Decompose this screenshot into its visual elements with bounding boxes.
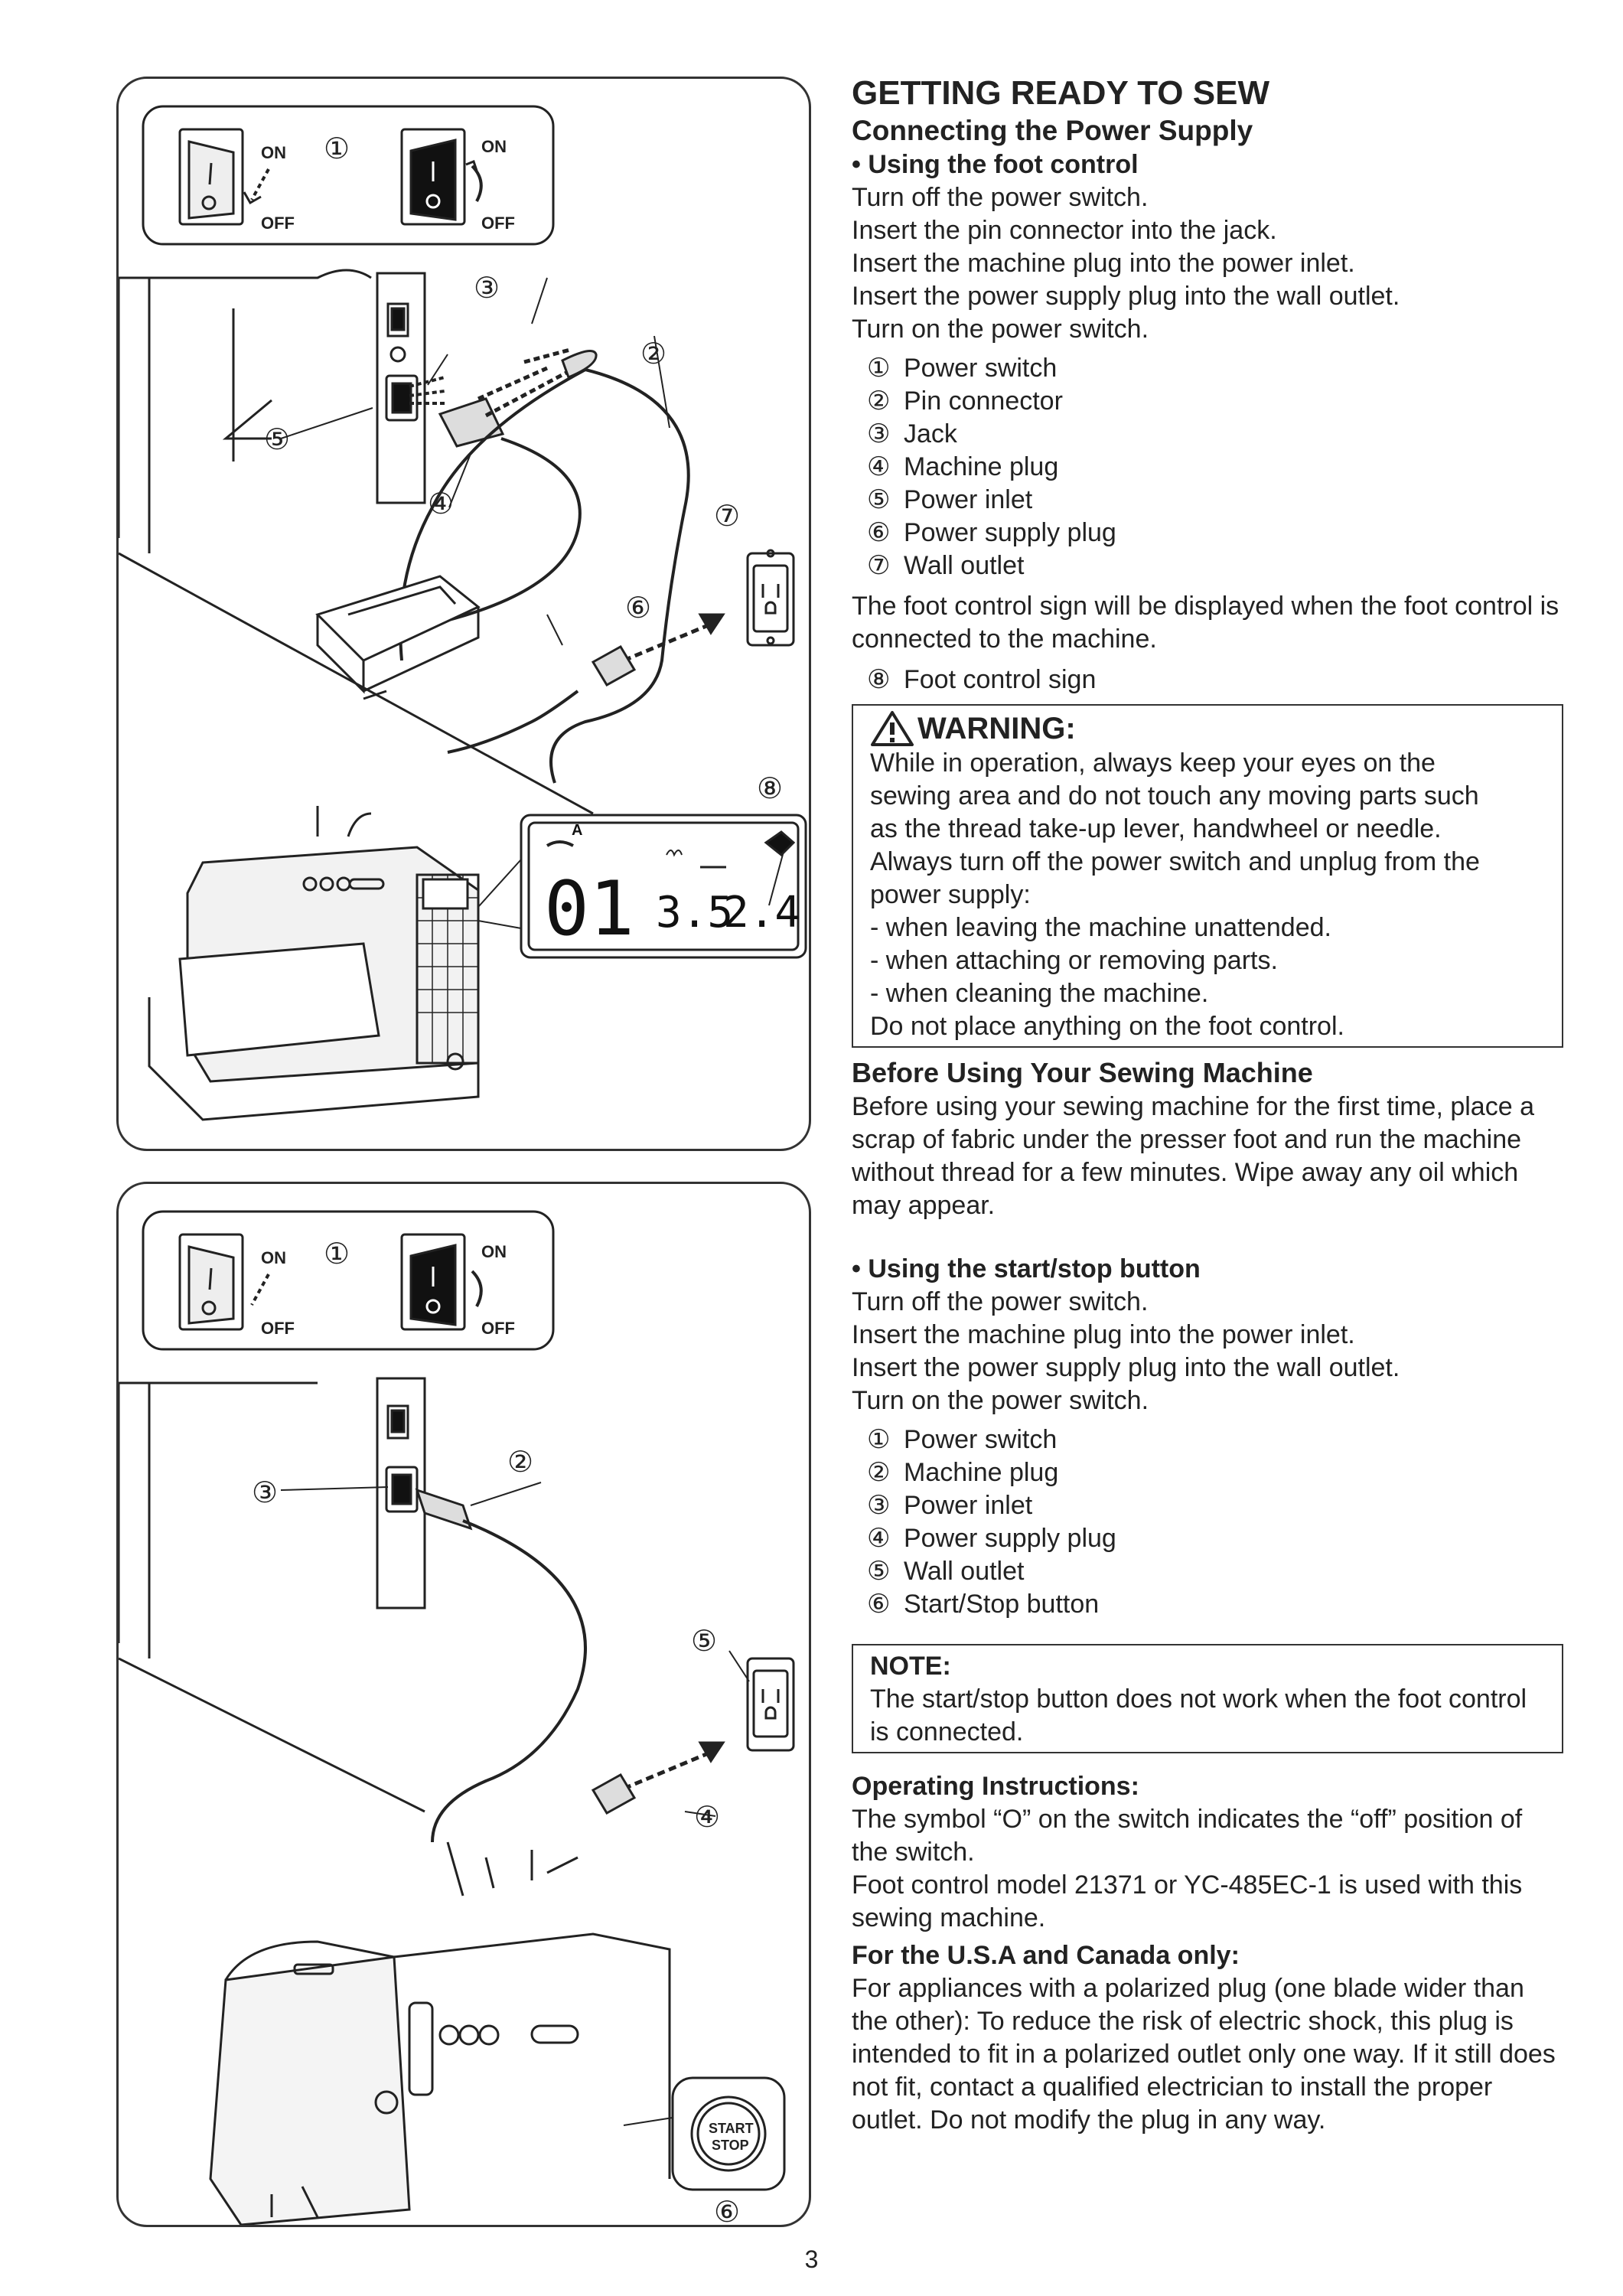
switch-on-label: ON bbox=[481, 137, 507, 156]
step: Insert the power supply plug into the wa… bbox=[852, 1353, 1400, 1382]
warning-line: While in operation, always keep your eye… bbox=[870, 748, 1436, 778]
note-text: The start/stop button does not work when… bbox=[870, 1684, 1527, 1746]
warning-triangle-icon bbox=[871, 711, 914, 746]
warning-line: Always turn off the power switch and unp… bbox=[870, 847, 1480, 876]
callout-5: ⑤ bbox=[691, 1624, 717, 1658]
figure-start-stop-connection: ON OFF ON OFF START STOP ① ② ③ ④ ⑤ ⑥ bbox=[116, 1182, 811, 2227]
note-box: NOTE: The start/stop button does not wor… bbox=[852, 1644, 1563, 1753]
lcd-stitch-length: 2.4 bbox=[723, 888, 800, 938]
step: Insert the power supply plug into the wa… bbox=[852, 282, 1400, 311]
lcd-display-icon bbox=[477, 814, 807, 959]
before-using-text: Before using your sewing machine for the… bbox=[852, 1092, 1534, 1220]
step: Turn on the power switch. bbox=[852, 315, 1149, 344]
operating-text: The symbol “O” on the switch indicates t… bbox=[852, 1805, 1523, 1867]
switch-off-label: OFF bbox=[481, 214, 515, 233]
wall-outlet-icon bbox=[746, 549, 795, 647]
switch-off-label: OFF bbox=[481, 1319, 515, 1338]
step: Insert the pin connector into the jack. bbox=[852, 216, 1277, 245]
callout-3: ③ bbox=[252, 1476, 278, 1509]
warning-line: - when cleaning the machine. bbox=[870, 979, 1209, 1008]
step: Insert the machine plug into the power i… bbox=[852, 249, 1355, 278]
power-switch-on-icon bbox=[400, 128, 483, 226]
foot-control-sign-note: The foot control sign will be displayed … bbox=[852, 592, 1559, 654]
usa-canada-heading: For the U.S.A and Canada only: bbox=[852, 1941, 1240, 1970]
start-stop-heading: • Using the start/stop button bbox=[852, 1254, 1201, 1283]
step: Insert the machine plug into the power i… bbox=[852, 1320, 1355, 1349]
start-label: START bbox=[709, 2121, 754, 2136]
callout-1: ① bbox=[324, 132, 350, 165]
start-stop-button-inset bbox=[671, 2076, 786, 2191]
figure-foot-control-connection: A 01 3.5 2.4 ON OFF ON OFF ① ② ③ ④ ⑤ ⑥ ⑦… bbox=[116, 77, 811, 1151]
callout-5: ⑤ bbox=[264, 422, 290, 456]
switch-on-label: ON bbox=[261, 1248, 286, 1267]
foot-control-heading: • Using the foot control bbox=[852, 150, 1139, 179]
warning-box: WARNING: While in operation, always keep… bbox=[852, 704, 1563, 1048]
page-title: GETTING READY TO SEW bbox=[852, 74, 1269, 112]
warning-heading: WARNING: bbox=[870, 710, 1545, 747]
step: Turn off the power switch. bbox=[852, 1287, 1149, 1316]
switch-on-label: ON bbox=[481, 1242, 507, 1261]
wall-outlet-icon bbox=[746, 1657, 795, 1752]
callout-3: ③ bbox=[474, 271, 500, 305]
warning-line: power supply: bbox=[870, 880, 1031, 909]
callout-4: ④ bbox=[428, 487, 454, 520]
warning-line: as the thread take-up lever, handwheel o… bbox=[870, 814, 1442, 843]
before-using-heading: Before Using Your Sewing Machine bbox=[852, 1057, 1313, 1088]
foot-control-illustration: A 01 3.5 2.4 ON OFF ON OFF ① ② ③ ④ ⑤ ⑥ ⑦… bbox=[119, 105, 807, 1121]
step: Turn on the power switch. bbox=[852, 1386, 1149, 1415]
inlet-panel bbox=[376, 272, 426, 504]
switch-off-label: OFF bbox=[261, 214, 295, 233]
callout-2: ② bbox=[640, 337, 666, 370]
warning-line: Do not place anything on the foot contro… bbox=[870, 1012, 1344, 1041]
start-stop-illustration: ON OFF ON OFF START STOP ① ② ③ ④ ⑤ ⑥ bbox=[119, 1210, 795, 2225]
callout-8: ⑧ bbox=[757, 771, 783, 805]
callout-1: ① bbox=[324, 1237, 350, 1270]
power-switch-on-icon bbox=[400, 1233, 483, 1331]
sewing-machine-front-icon bbox=[148, 806, 480, 1121]
callout-7: ⑦ bbox=[714, 499, 740, 533]
usa-canada-text: For appliances with a polarized plug (on… bbox=[852, 1974, 1556, 2135]
page-number: 3 bbox=[804, 2245, 819, 2273]
warning-line: - when attaching or removing parts. bbox=[870, 946, 1278, 975]
lcd-mode: A bbox=[572, 822, 582, 839]
note-title: NOTE: bbox=[870, 1652, 951, 1681]
callout-6: ⑥ bbox=[714, 2195, 740, 2225]
lcd-pattern-number: 01 bbox=[544, 866, 634, 953]
lcd-stitch-width: 3.5 bbox=[656, 888, 733, 938]
switch-on-label: ON bbox=[261, 143, 286, 162]
power-switch-off-icon bbox=[178, 1233, 270, 1331]
switch-inset-box bbox=[142, 105, 555, 246]
text-column: GETTING READY TO SEW Connecting the Powe… bbox=[852, 73, 1563, 2137]
section-title: Connecting the Power Supply bbox=[852, 115, 1253, 146]
operating-heading: Operating Instructions: bbox=[852, 1772, 1139, 1801]
warning-line: sewing area and do not touch any moving … bbox=[870, 781, 1479, 810]
switch-off-label: OFF bbox=[261, 1319, 295, 1338]
stop-label: STOP bbox=[712, 2138, 749, 2153]
warning-line: - when leaving the machine unattended. bbox=[870, 913, 1331, 942]
operating-text: Foot control model 21371 or YC-485EC-1 i… bbox=[852, 1870, 1523, 1932]
callout-6: ⑥ bbox=[625, 591, 651, 625]
callout-2: ② bbox=[507, 1445, 533, 1479]
foot-control-pedal-icon bbox=[315, 575, 481, 700]
callout-4: ④ bbox=[694, 1800, 720, 1834]
switch-inset-box bbox=[142, 1210, 555, 1351]
sewing-machine-head-icon bbox=[209, 1841, 671, 2225]
step: Turn off the power switch. bbox=[852, 183, 1149, 212]
power-switch-off-icon bbox=[178, 128, 270, 226]
